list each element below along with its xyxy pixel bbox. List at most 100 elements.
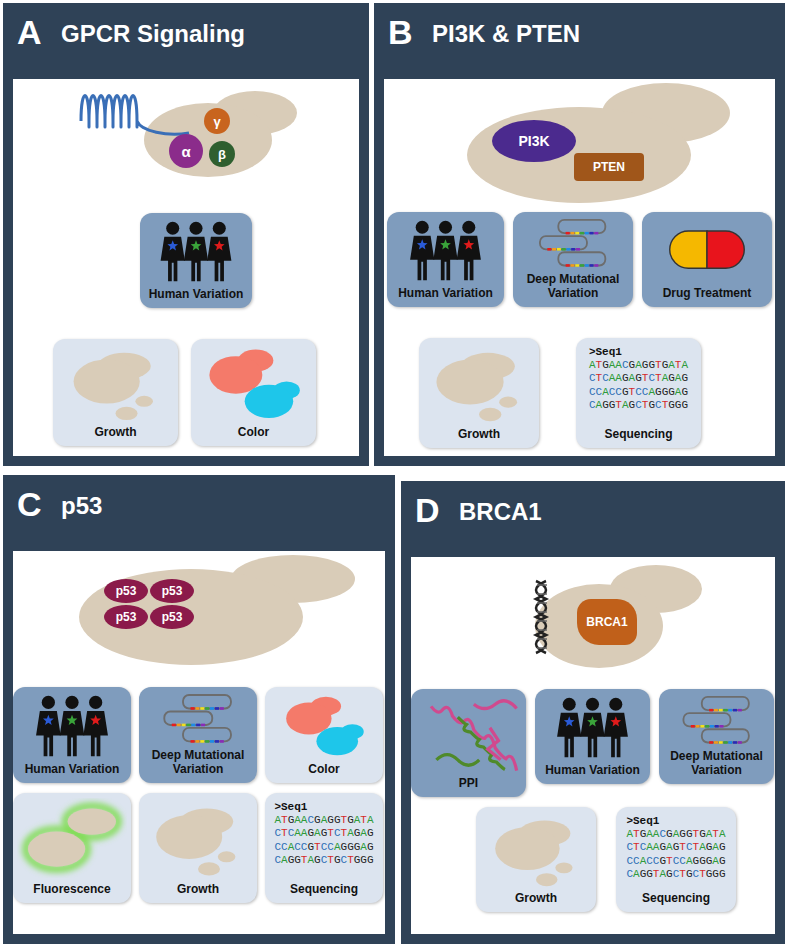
mutation-segment bbox=[566, 264, 570, 267]
variant-star bbox=[564, 716, 575, 726]
base: A bbox=[635, 359, 642, 371]
protein-shape: PI3K bbox=[492, 120, 576, 162]
base: G bbox=[288, 854, 295, 866]
mutation-segment bbox=[585, 232, 589, 235]
mutation-segment bbox=[215, 740, 219, 743]
protein-label: p53 bbox=[116, 584, 137, 598]
tile-label: Fluorescence bbox=[16, 883, 128, 897]
person-head bbox=[609, 698, 622, 711]
protein-label: BRCA1 bbox=[586, 615, 627, 629]
person-head bbox=[563, 698, 576, 711]
base: G bbox=[706, 841, 713, 853]
mutation-segment bbox=[557, 248, 561, 251]
base: A bbox=[281, 854, 288, 866]
yeast-cell bbox=[536, 873, 557, 886]
base: A bbox=[294, 827, 301, 839]
tile-icon bbox=[269, 692, 379, 758]
mutation-segment bbox=[566, 248, 570, 251]
dna-rung bbox=[537, 638, 547, 640]
base: C bbox=[655, 399, 662, 411]
base: C bbox=[301, 841, 308, 853]
base: A bbox=[629, 372, 636, 384]
base: T bbox=[281, 827, 288, 839]
base: T bbox=[712, 828, 719, 840]
dna-strand bbox=[536, 581, 546, 653]
base: A bbox=[719, 828, 726, 840]
mutation-segment bbox=[585, 264, 589, 267]
base: A bbox=[367, 814, 374, 826]
base: G bbox=[659, 855, 666, 867]
protein-ribbon bbox=[431, 706, 517, 770]
base: C bbox=[327, 841, 334, 853]
sequence-line: CCACCGTCCAGGGAG bbox=[626, 855, 725, 868]
base: T bbox=[360, 814, 367, 826]
base: C bbox=[635, 386, 642, 398]
tile-label: Human Variation bbox=[538, 764, 647, 778]
readout-tile: Growth bbox=[53, 339, 178, 446]
base: G bbox=[646, 868, 653, 880]
person-head bbox=[166, 222, 179, 235]
tile-icon bbox=[415, 694, 522, 772]
input-tile: Human Variation bbox=[13, 687, 131, 783]
base: G bbox=[314, 854, 321, 866]
protein-label: p53 bbox=[116, 610, 137, 624]
yeast-cell bbox=[436, 360, 503, 405]
tile-icon bbox=[143, 798, 253, 878]
protein-label: γ bbox=[213, 114, 220, 129]
sequence-line: CAGGTAGCTGCTGGG bbox=[589, 399, 688, 412]
tile-label: Deep Mutational Variation bbox=[516, 273, 630, 301]
base: G bbox=[673, 841, 680, 853]
base: G bbox=[334, 814, 341, 826]
base: C bbox=[633, 855, 640, 867]
base: A bbox=[712, 841, 719, 853]
base: T bbox=[327, 827, 334, 839]
tile-label: Human Variation bbox=[390, 287, 501, 301]
base: A bbox=[681, 359, 688, 371]
base: A bbox=[646, 828, 653, 840]
base: A bbox=[699, 841, 706, 853]
base: A bbox=[288, 841, 295, 853]
mutation-segment bbox=[172, 724, 176, 727]
base: C bbox=[653, 855, 660, 867]
base: G bbox=[314, 814, 321, 826]
mutation-segment bbox=[182, 724, 186, 727]
base: T bbox=[327, 854, 334, 866]
sequence-header: >Seq1 bbox=[626, 815, 725, 828]
tile-label: Sequencing bbox=[579, 428, 698, 442]
base: G bbox=[609, 399, 616, 411]
yeast-cell bbox=[68, 808, 116, 834]
base: C bbox=[622, 359, 629, 371]
cyan-yeast bbox=[245, 385, 294, 418]
base: A bbox=[274, 814, 281, 826]
dna-strand bbox=[536, 581, 546, 653]
person-head bbox=[42, 696, 55, 709]
base: G bbox=[655, 386, 662, 398]
base: C bbox=[615, 386, 622, 398]
pill-half bbox=[707, 231, 744, 268]
mutation-segment bbox=[205, 707, 209, 710]
mutation-segment bbox=[705, 725, 709, 728]
base: A bbox=[626, 828, 633, 840]
base: G bbox=[354, 841, 361, 853]
base: A bbox=[615, 372, 622, 384]
base: A bbox=[653, 828, 660, 840]
base: G bbox=[307, 827, 314, 839]
panel: DBRCA1BRCA1PPIHuman VariationDeep Mutati… bbox=[401, 481, 785, 944]
protein-label: α bbox=[181, 143, 190, 160]
base: T bbox=[596, 359, 603, 371]
base: C bbox=[334, 827, 341, 839]
mutation-segment bbox=[700, 725, 704, 728]
sequence-header: >Seq1 bbox=[274, 801, 373, 814]
yeast-cell bbox=[467, 107, 691, 203]
base: G bbox=[347, 814, 354, 826]
base: G bbox=[706, 855, 713, 867]
mutation-segment bbox=[210, 740, 214, 743]
person-head bbox=[439, 221, 452, 234]
base: G bbox=[629, 359, 636, 371]
mutation-segment bbox=[210, 707, 214, 710]
mutation-segment bbox=[186, 724, 190, 727]
base: G bbox=[712, 868, 719, 880]
panel-letter: B bbox=[388, 13, 413, 52]
sequence-line: CTCAAGAGTCTAGAG bbox=[274, 827, 373, 840]
yeast-cell bbox=[79, 569, 303, 665]
